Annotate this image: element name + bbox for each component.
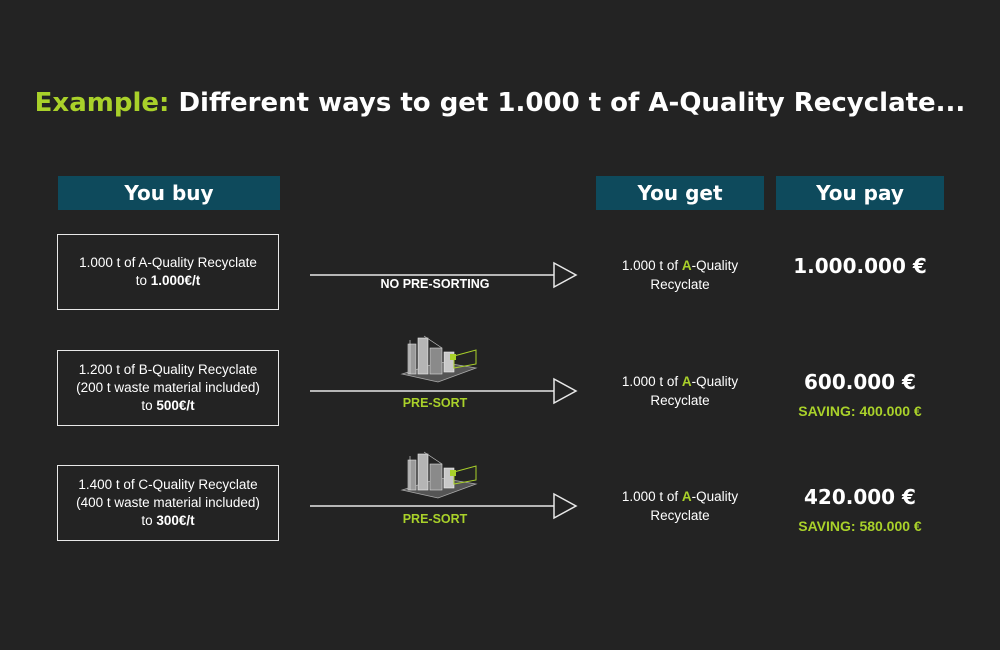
- process-label: NO PRE-SORTING: [380, 277, 490, 291]
- buy-box-row-2: 1.200 t of B-Quality Recyclate (200 t wa…: [57, 350, 279, 426]
- get-text-row-3: 1.000 t of A-Quality Recyclate: [621, 489, 739, 523]
- buy-price-line: to 500€/t: [141, 398, 195, 413]
- buy-line-1: 1.400 t of C-Quality Recyclate: [78, 477, 258, 492]
- saving-row-3: SAVING: 580.000 €: [798, 518, 922, 534]
- buy-price: 300€/t: [156, 513, 195, 528]
- get-text-row-2: 1.000 t of A-Quality Recyclate: [621, 374, 739, 408]
- flow-arrow: [310, 492, 578, 520]
- saving-row-2: SAVING: 400.000 €: [798, 403, 922, 419]
- pay-amount-row-2: 600.000 €: [804, 370, 916, 394]
- buy-line-2: (200 t waste material included): [76, 380, 260, 395]
- flow-arrow: [310, 377, 578, 405]
- process-label: PRE-SORT: [402, 396, 468, 410]
- process-label: PRE-SORT: [402, 512, 468, 526]
- buy-price: 500€/t: [156, 398, 195, 413]
- get-text-row-1: 1.000 t of A-Quality Recyclate: [621, 258, 739, 292]
- buy-box-row-1: 1.000 t of A-Quality Recyclate to 1.000€…: [57, 234, 279, 310]
- sorting-machine-icon: [400, 451, 478, 499]
- buy-line-1: 1.200 t of B-Quality Recyclate: [78, 362, 258, 377]
- header-you-buy: You buy: [58, 176, 280, 210]
- header-you-pay: You pay: [776, 176, 944, 210]
- buy-price-line: to 1.000€/t: [135, 273, 201, 288]
- buy-line-1: 1.000 t of A-Quality Recyclate: [79, 255, 257, 270]
- buy-price: 1.000€/t: [150, 273, 201, 288]
- flow-arrow: [310, 261, 578, 289]
- buy-box-row-3: 1.400 t of C-Quality Recyclate (400 t wa…: [57, 465, 279, 541]
- pay-amount-row-1: 1.000.000 €: [793, 254, 927, 278]
- page-title: Example: Different ways to get 1.000 t o…: [0, 88, 1000, 118]
- buy-line-2: (400 t waste material included): [76, 495, 260, 510]
- title-prefix: Example:: [34, 88, 170, 118]
- buy-price-line: to 300€/t: [141, 513, 195, 528]
- sorting-machine-icon: [400, 335, 478, 383]
- pay-amount-row-3: 420.000 €: [804, 485, 916, 509]
- header-you-get: You get: [596, 176, 764, 210]
- title-text: Different ways to get 1.000 t of A-Quali…: [178, 88, 966, 118]
